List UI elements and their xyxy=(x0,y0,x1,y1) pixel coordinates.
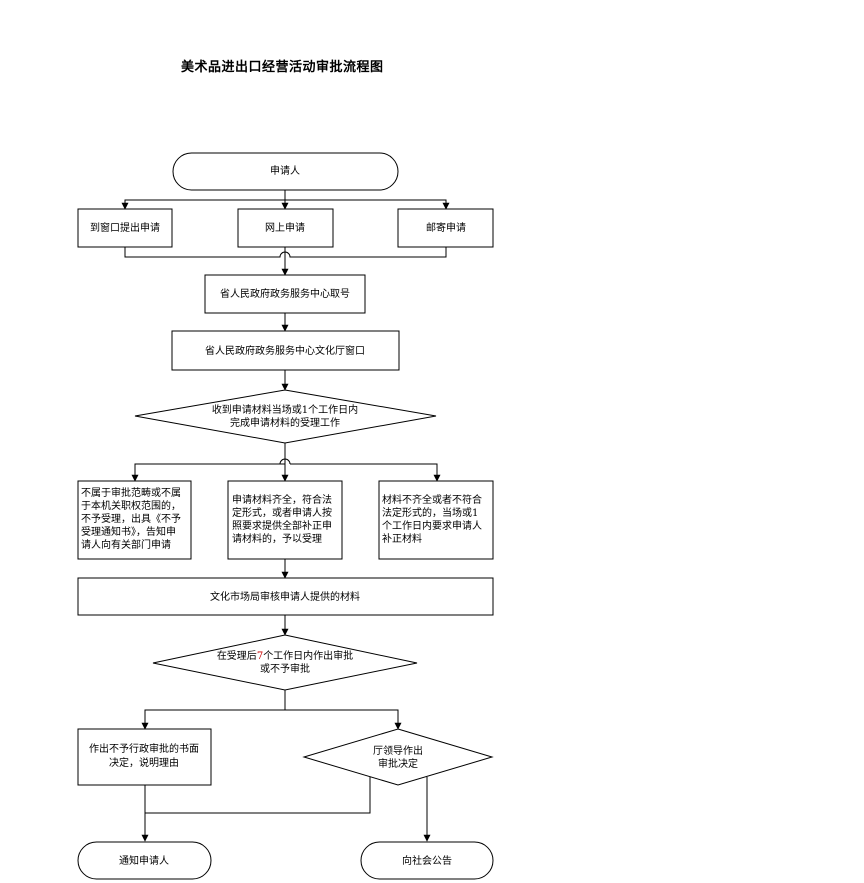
accept-line1: 申请材料齐全，符合法 xyxy=(232,493,332,506)
approval-label-line2: 或不予审批 xyxy=(260,662,310,675)
notify-label: 通知申请人 xyxy=(119,854,169,867)
supplement-box xyxy=(378,480,494,560)
accept-line2: 定形式，或者申请人按 xyxy=(232,506,332,519)
culture-window-label: 省人民政府政务服务中心文化厅窗口 xyxy=(205,344,365,357)
announce-label: 向社会公告 xyxy=(402,854,452,867)
take-number-label: 省人民政府政务服务中心取号 xyxy=(220,287,350,300)
approval-days: 7 xyxy=(257,651,263,662)
accept-line3: 照要求提供全部补正申 xyxy=(232,519,332,532)
online-apply-box xyxy=(237,208,334,248)
applicant-terminal xyxy=(172,152,399,191)
applicant-label: 申请人 xyxy=(270,164,300,177)
window-apply-label: 到窗口提出申请 xyxy=(90,221,160,234)
reject-line5: 请人向有关部门申请 xyxy=(81,538,171,551)
supplement-line2: 法定形式的，当场或1 xyxy=(382,506,478,519)
notify-terminal xyxy=(77,841,212,880)
culture-window-box xyxy=(171,330,400,371)
approval-label-part-a: 在受理后 xyxy=(217,650,257,662)
leader-line2: 审批决定 xyxy=(378,757,418,770)
receive-label-line2: 完成申请材料的受理工作 xyxy=(230,416,340,429)
written-line2: 决定，说明理由 xyxy=(109,756,179,769)
mail-apply-box xyxy=(397,208,494,248)
take-number-box xyxy=(204,274,366,314)
page-title: 美术品进出口经营活动审批流程图 xyxy=(181,60,384,75)
mail-apply-label: 邮寄申请 xyxy=(426,221,466,234)
reject-line3: 不予受理，出具《不予 xyxy=(81,512,181,525)
supplement-line1: 材料不齐全或者不符合 xyxy=(382,493,482,506)
reject-box xyxy=(77,480,192,560)
connectors xyxy=(121,190,450,842)
reject-line1: 不属于审批范畴或不属 xyxy=(81,486,181,499)
supplement-line4: 补正材料 xyxy=(382,532,422,545)
supplement-line3: 个工作日内要求申请人 xyxy=(382,519,482,532)
approval-label-line1: 在受理后7个工作日内作出审批 xyxy=(217,649,353,662)
leader-decision-diamond xyxy=(302,728,494,786)
accept-box xyxy=(227,480,343,560)
accept-line4: 请材料的，予以受理 xyxy=(232,532,322,545)
announce-terminal xyxy=(360,841,494,880)
window-apply-box xyxy=(77,208,173,248)
online-apply-label: 网上申请 xyxy=(265,221,305,234)
approval-label-part-b: 个工作日内作出审批 xyxy=(263,649,353,662)
receive-decision-diamond xyxy=(134,389,437,444)
review-label: 文化市场局审核申请人提供的材料 xyxy=(210,590,360,603)
leader-line1: 厅领导作出 xyxy=(373,744,423,757)
review-box xyxy=(77,577,494,616)
written-line1: 作出不予行政审批的书面 xyxy=(89,742,199,755)
reject-line2: 于本机关职权范围的， xyxy=(81,499,181,512)
written-decision-box xyxy=(77,728,212,786)
reject-line4: 受理通知书》，告知申 xyxy=(81,525,176,538)
receive-label-line1: 收到申请材料当场或1个工作日内 xyxy=(212,403,358,416)
approval-decision-diamond xyxy=(152,634,418,691)
